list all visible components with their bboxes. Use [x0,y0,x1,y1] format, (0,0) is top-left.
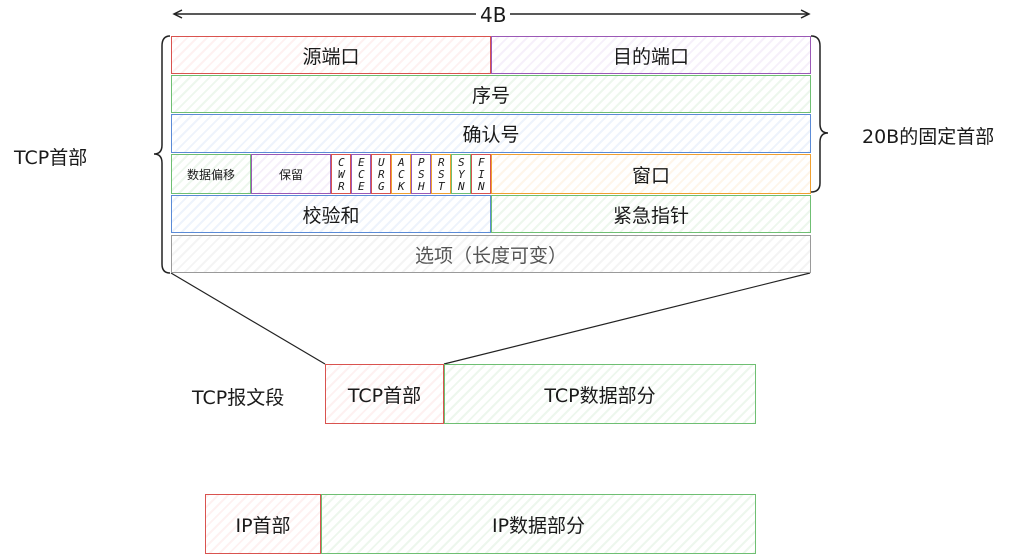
sequence-number-label: 序号 [471,84,510,107]
ip-data: IP数据部分 [321,494,756,554]
flag-cwr: CWR [331,154,351,194]
ip-header-label: IP首部 [235,514,291,537]
tcp-segment-data: TCP数据部分 [444,364,756,424]
urgent-pointer-field: 紧急指针 [491,195,811,233]
left-brace [153,35,171,274]
flag-fin-text: FIN [474,156,488,192]
reserved-field: 保留 [251,154,331,194]
flag-urg-text: URG [374,156,388,192]
checksum-field: 校验和 [171,195,491,233]
window-field: 窗口 [491,154,811,194]
destination-port-label: 目的端口 [612,45,689,68]
connector-right [443,272,811,365]
flag-rst: RST [431,154,451,194]
data-offset-field: 数据偏移 [171,154,251,194]
flag-ack: ACK [391,154,411,194]
ip-header: IP首部 [205,494,321,554]
data-offset-label: 数据偏移 [186,167,235,182]
flag-syn: SYN [451,154,471,194]
flag-rst-text: RST [434,156,448,192]
tcp-segment-header-label: TCP首部 [347,384,422,407]
arrow-right-head [800,9,811,19]
destination-port-field: 目的端口 [491,36,811,74]
urgent-pointer-label: 紧急指针 [612,204,689,227]
ack-number-field: 确认号 [171,114,811,153]
flag-cwr-text: CWR [334,156,348,192]
right-brace [810,35,829,193]
checksum-label: 校验和 [302,204,360,227]
flag-ece-text: ECE [354,156,368,192]
window-label: 窗口 [631,164,670,187]
tcp-segment-data-label: TCP数据部分 [544,384,656,407]
flag-ece: ECE [351,154,371,194]
width-label: 4B [476,3,511,27]
options-label: 选项（长度可变） [414,244,567,267]
options-field: 选项（长度可变） [171,235,811,273]
tcp-segment-label: TCP报文段 [192,387,285,409]
flag-urg: URG [371,154,391,194]
flag-syn-text: SYN [454,156,468,192]
flag-ack-text: ACK [394,156,408,192]
tcp-segment-header: TCP首部 [325,364,444,424]
reserved-label: 保留 [278,167,303,182]
tcp-header-side-label: TCP首部 [14,147,88,169]
flag-psh-text: PSH [414,156,428,192]
source-port-label: 源端口 [302,45,360,68]
ack-number-label: 确认号 [462,124,520,146]
ip-data-label: IP数据部分 [491,514,586,537]
fixed-header-label: 20B的固定首部 [862,126,995,148]
connector-left [170,272,326,365]
source-port-field: 源端口 [171,36,491,74]
flag-fin: FIN [471,154,491,194]
arrow-left-head [172,9,183,19]
sequence-number-field: 序号 [171,75,811,113]
flag-psh: PSH [411,154,431,194]
